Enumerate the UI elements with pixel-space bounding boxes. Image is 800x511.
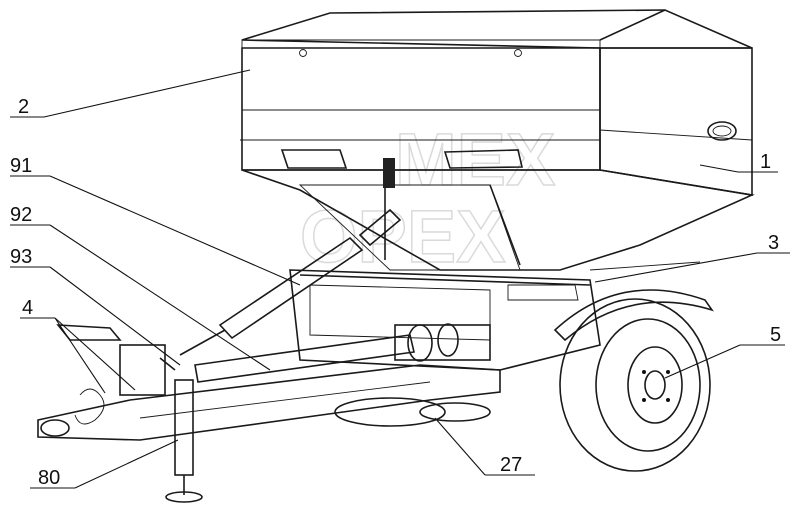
fender <box>553 261 714 342</box>
drive-shaft <box>194 323 459 383</box>
leader-lines <box>10 69 790 489</box>
spinner-disc <box>334 397 491 427</box>
support-jack <box>159 357 203 503</box>
watermark: МЕХ ОРЕХ <box>299 117 556 279</box>
callout-80: 80 <box>38 467 60 489</box>
callout-4: 4 <box>22 297 33 319</box>
callout-92: 92 <box>10 204 32 226</box>
wheel <box>559 298 711 472</box>
callout-3: 3 <box>768 232 779 254</box>
watermark-bottom: ОРЕХ <box>300 195 506 278</box>
callout-91: 91 <box>10 155 32 177</box>
callout-93: 93 <box>10 246 32 268</box>
callout-2: 2 <box>18 96 29 118</box>
chassis-frame <box>289 269 601 371</box>
hopper-funnel <box>241 158 755 271</box>
callout-1: 1 <box>760 151 771 173</box>
hopper-lid <box>241 9 753 57</box>
drawbar <box>37 324 501 441</box>
hydraulic-cylinder <box>179 208 402 356</box>
watermark-top: МЕХ <box>395 118 555 201</box>
callout-27: 27 <box>500 454 522 476</box>
callout-5: 5 <box>770 324 781 346</box>
callout-labels: 2 1 91 92 93 4 3 5 27 80 <box>10 96 781 489</box>
